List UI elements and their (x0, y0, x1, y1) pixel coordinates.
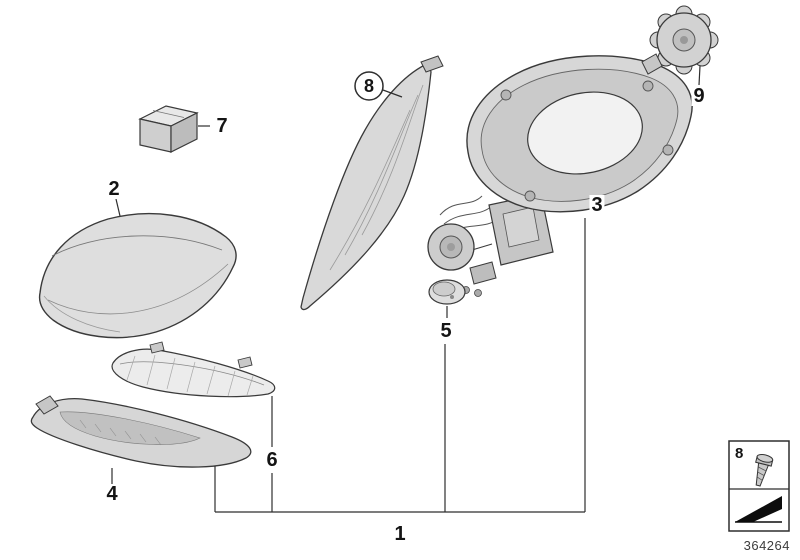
legend-box (728, 440, 790, 532)
callout-6: 6 (264, 449, 280, 471)
part-number: 364264 (743, 538, 790, 553)
housing-frame-drawing (466, 55, 693, 213)
screw-icon (755, 453, 774, 487)
lower-trim-drawing (30, 395, 252, 468)
callout-3: 3 (589, 194, 605, 216)
callout-4: 4 (104, 483, 120, 505)
round-cap-drawing (428, 279, 466, 305)
parts-box-drawing (138, 105, 199, 153)
legend-item-8: 8 (735, 445, 744, 462)
callout-1: 1 (392, 523, 408, 545)
cover-cap-drawing (38, 212, 237, 339)
mirror-base-drawing (300, 55, 444, 311)
callout-2: 2 (106, 178, 122, 200)
callout-7: 7 (214, 115, 230, 137)
turn-signal-lens-drawing (111, 341, 276, 398)
leader-lines (111, 65, 701, 513)
callout-8-circle (354, 71, 384, 101)
drive-mechanism-drawing (427, 193, 554, 297)
callout-8: 8 (363, 76, 375, 96)
actuator-drawing (641, 5, 719, 75)
callout-5: 5 (438, 320, 454, 342)
direction-arrow-icon (735, 496, 782, 523)
callout-9: 9 (691, 85, 707, 107)
